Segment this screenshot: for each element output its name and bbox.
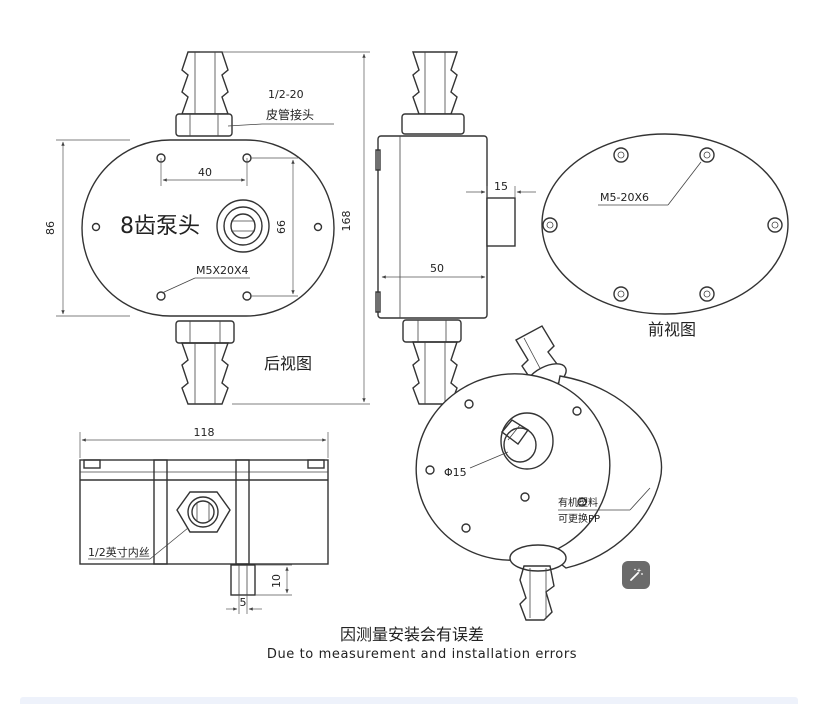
dim-40: 40: [198, 166, 212, 179]
bottom-body: [79, 459, 329, 565]
side-view: 15 50: [375, 51, 536, 405]
front-view: M5-20X6 前视图: [541, 133, 789, 339]
note-en: Due to measurement and installation erro…: [267, 647, 577, 662]
magic-wand-icon[interactable]: [622, 561, 650, 589]
dim-50: 50: [430, 262, 444, 275]
top-fitting: [175, 51, 233, 137]
fitting-label: 皮管接头: [266, 107, 314, 122]
rear-screw-label: M5X20X4: [196, 264, 249, 277]
bottom-panel-edge: [20, 697, 798, 704]
iso-material-1: 有机塑料: [558, 496, 598, 509]
thread-label: 1/2英寸内丝: [88, 545, 150, 559]
front-screw-label: M5-20X6: [600, 191, 649, 204]
rear-shaft: [216, 199, 270, 253]
front-body: [541, 133, 789, 315]
iso-shaft-dia: Φ15: [444, 466, 467, 479]
rear-view: 40 86 66 168 1/2-20 皮管接头 M5X20X4 8齿泵头 后视…: [44, 51, 370, 405]
note-zh: 因测量安装会有误差: [340, 625, 484, 644]
dim-86: 86: [44, 221, 57, 235]
dim-66: 66: [275, 220, 288, 234]
iso-material-2: 可更换PP: [558, 512, 600, 525]
bottom-fitting: [175, 320, 235, 405]
dim-15: 15: [494, 180, 508, 193]
dim-5: 5: [240, 596, 247, 609]
fitting-spec: 1/2-20: [268, 88, 304, 101]
rear-body: [81, 139, 335, 317]
front-view-caption: 前视图: [648, 320, 696, 339]
dim-168: 168: [340, 211, 353, 232]
bottom-view: 118 1/2英寸内丝 10 5: [79, 426, 329, 614]
pump-title: 8齿泵头: [120, 214, 200, 239]
rear-view-caption: 后视图: [264, 354, 312, 373]
magic-wand-glyph: [630, 568, 643, 581]
iso-view: Φ15 有机塑料 可更换PP: [415, 325, 663, 621]
dim-10: 10: [270, 574, 283, 588]
dim-118: 118: [194, 426, 215, 439]
side-body: [377, 135, 488, 319]
